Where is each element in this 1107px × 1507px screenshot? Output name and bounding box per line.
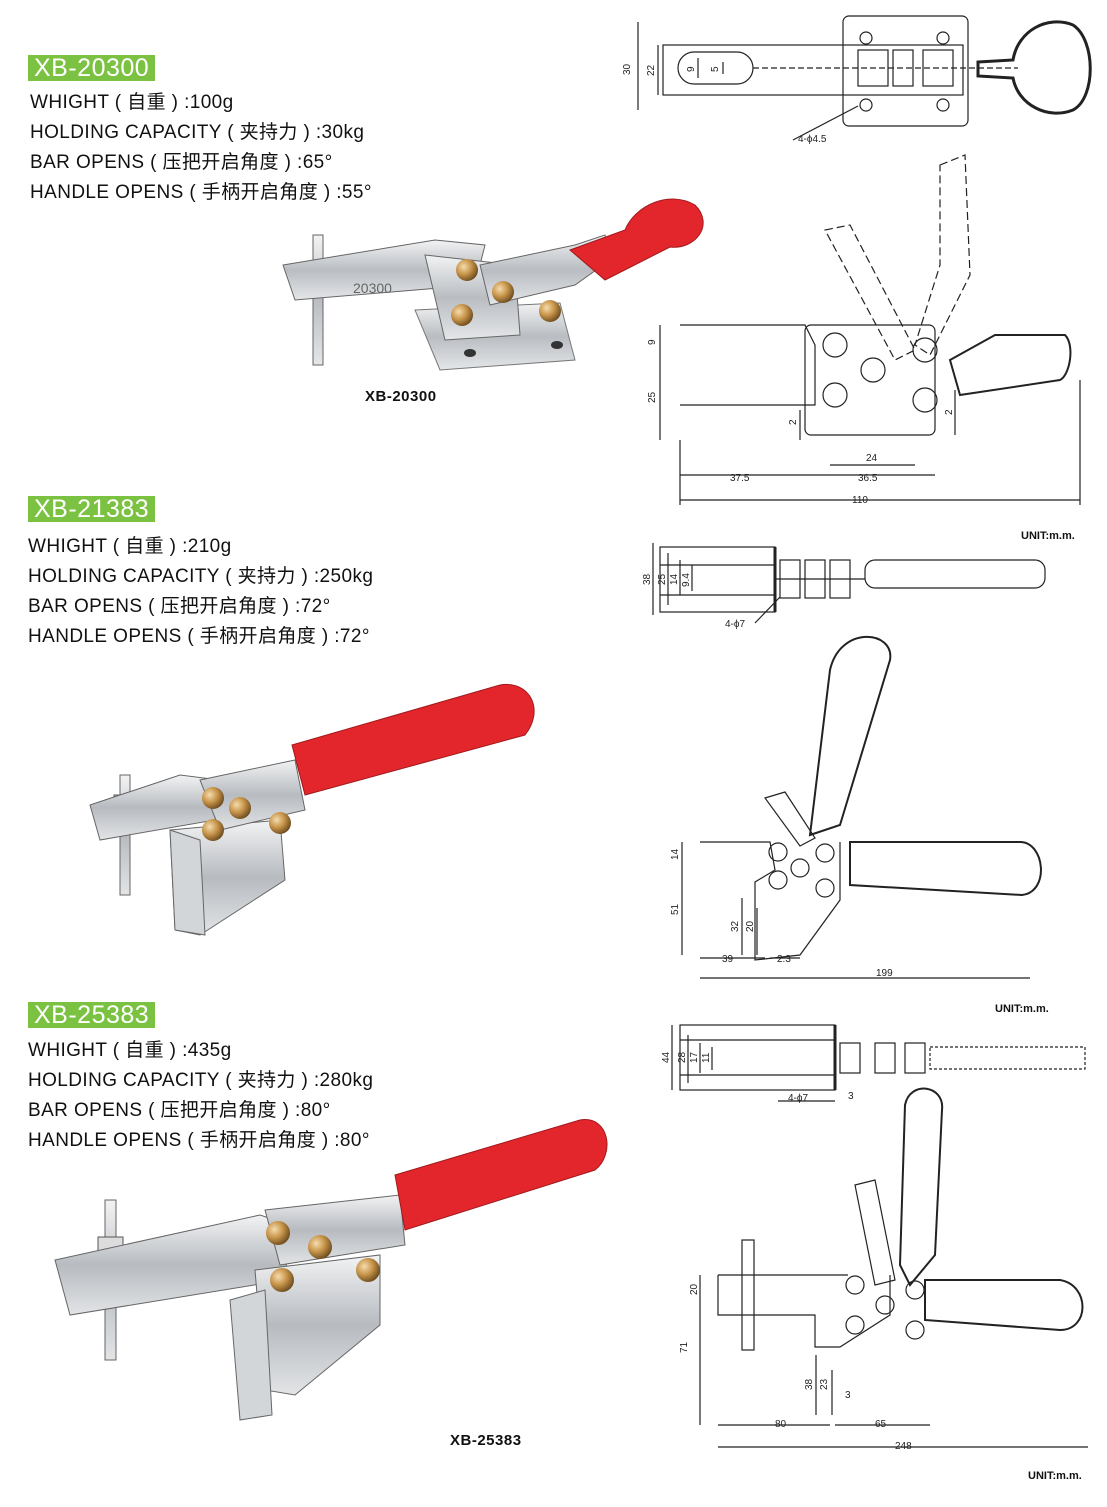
photo-caption: XB-25383 <box>450 1432 522 1449</box>
dim-label: 2 <box>788 419 799 425</box>
spec-handle-opens: HANDLE OPENS ( 手柄开启角度 ) :72° <box>28 626 370 647</box>
dim-label: 39 <box>722 954 734 965</box>
dim-label: 36.5 <box>858 473 878 484</box>
dim-label: 14 <box>670 848 681 860</box>
dim-label: 71 <box>679 1341 690 1353</box>
spec-holding-capacity: HOLDING CAPACITY ( 夹持力 ) :250kg <box>28 566 374 587</box>
clamp-photo <box>89 684 535 936</box>
dim-label: 110 <box>852 495 868 506</box>
dim-label: 9.4 <box>681 573 692 587</box>
clamp-photo: 20300 <box>282 198 704 371</box>
model-badge: XB-20300 <box>28 55 156 81</box>
spec-weight: WHIGHT ( 自重 ) :210g <box>28 536 232 557</box>
dim-label: 3 <box>848 1091 854 1102</box>
spec-bar-opens: BAR OPENS ( 压把开启角度 ) :65° <box>30 152 333 173</box>
dim-label: 30 <box>622 63 633 75</box>
unit-label: UNIT:m.m. <box>995 1003 1049 1015</box>
spec-list: WHIGHT ( 自重 ) :435g HOLDING CAPACITY ( 夹… <box>28 1036 373 1156</box>
photo-caption: XB-20300 <box>365 388 437 405</box>
dim-label: 5 <box>710 66 721 72</box>
dim-label: 44 <box>661 1051 672 1063</box>
dim-label: 9 <box>647 339 658 345</box>
dim-label: 17 <box>689 1051 700 1063</box>
dim-label: 23 <box>819 1378 830 1390</box>
model-badge: XB-25383 <box>28 1002 156 1028</box>
dim-label: 2.3 <box>777 954 791 965</box>
spec-list: WHIGHT ( 自重 ) :210g HOLDING CAPACITY ( 夹… <box>28 532 373 652</box>
dim-label: 2 <box>944 409 955 415</box>
model-badge: XB-21383 <box>28 496 156 522</box>
side-view-drawing: 14 51 32 20 39 2.3 199 <box>670 635 1042 979</box>
dim-label: 65 <box>875 1419 887 1430</box>
spec-handle-opens: HANDLE OPENS ( 手柄开启角度 ) :55° <box>30 182 372 203</box>
clamp-photo <box>54 1119 608 1421</box>
dim-label: 24 <box>866 453 878 464</box>
dim-label: 22 <box>646 64 657 76</box>
spec-bar-opens: BAR OPENS ( 压把开启角度 ) :72° <box>28 596 331 617</box>
photo-stamp: 20300 <box>353 280 392 296</box>
top-view-drawing: 44 28 17 11 4-ϕ7 3 <box>661 1024 1086 1104</box>
hole-note: 4-ϕ7 <box>788 1093 808 1104</box>
spec-weight: WHIGHT ( 自重 ) :435g <box>28 1040 232 1061</box>
dim-label: 20 <box>745 920 756 932</box>
spec-holding-capacity: HOLDING CAPACITY ( 夹持力 ) :280kg <box>28 1070 374 1091</box>
dim-label: 38 <box>642 573 653 585</box>
dim-label: 25 <box>657 573 668 585</box>
unit-label: UNIT:m.m. <box>1021 530 1075 542</box>
dim-label: 51 <box>670 903 681 915</box>
spec-handle-opens: HANDLE OPENS ( 手柄开启角度 ) :80° <box>28 1130 370 1151</box>
spec-list: WHIGHT ( 自重 ) :100g HOLDING CAPACITY ( 夹… <box>30 88 372 208</box>
dim-label: 3 <box>845 1390 851 1401</box>
dim-label: 80 <box>775 1419 787 1430</box>
spec-holding-capacity: HOLDING CAPACITY ( 夹持力 ) :30kg <box>30 122 365 143</box>
dim-label: 38 <box>804 1378 815 1390</box>
dim-label: 11 <box>701 1052 712 1063</box>
unit-label: UNIT:m.m. <box>1028 1470 1082 1482</box>
dim-label: 28 <box>677 1051 688 1063</box>
top-view-drawing: 30 22 9 5 4-ϕ4.5 <box>622 15 1092 145</box>
side-view-drawing: 20 71 38 23 3 80 65 248 <box>679 1087 1088 1452</box>
dim-label: 248 <box>895 1441 912 1452</box>
hole-note: 4-ϕ4.5 <box>798 134 827 145</box>
hole-note: 4-ϕ7 <box>725 619 745 630</box>
dim-label: 9 <box>686 66 697 72</box>
dim-label: 25 <box>647 391 658 403</box>
spec-bar-opens: BAR OPENS ( 压把开启角度 ) :80° <box>28 1100 331 1121</box>
dim-label: 37.5 <box>730 473 750 484</box>
dim-label: 32 <box>730 920 741 932</box>
top-view-drawing: 38 25 14 9.4 4-ϕ7 <box>642 543 1046 630</box>
dim-label: 20 <box>689 1283 700 1295</box>
dim-label: 14 <box>669 573 680 585</box>
dim-label: 199 <box>876 968 893 979</box>
spec-weight: WHIGHT ( 自重 ) :100g <box>30 92 234 113</box>
side-view-drawing: 9 25 2 2 24 36.5 37.5 110 <box>647 154 1081 506</box>
